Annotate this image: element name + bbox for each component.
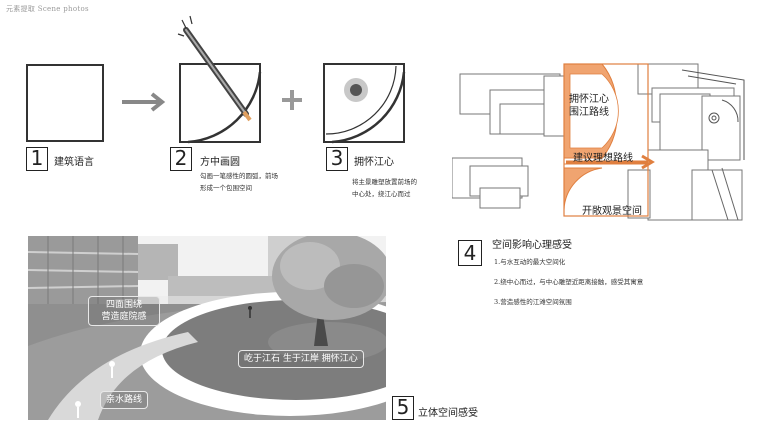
step-label-4: 空间影响心理感受 (492, 240, 572, 251)
photo-label-courtyard-line-1: 四面围绕 (105, 300, 142, 310)
feeling-item-2: 2.绕中心而过，与中心雕塑近距离接触，感受其寓意 (494, 278, 644, 286)
step-label-5: 立体空间感受 (418, 408, 478, 419)
plan-label-arc-1: 拥怀江心 (569, 94, 609, 105)
square-arc-diagram (177, 15, 262, 144)
plan-label-route: 建议理想路线 (573, 153, 633, 164)
photo-label-water-path: 亲水路线 (100, 391, 149, 409)
step-label-2: 方中画圆 (200, 157, 240, 168)
step-number-1: 1 (26, 147, 48, 171)
arrow-icon (122, 92, 166, 112)
step-number-2: 2 (170, 147, 192, 171)
step-3-note-line-2: 中心处，绕江心而过 (352, 190, 411, 198)
centre-sculpture-diagram (323, 63, 406, 144)
header-caption: 元素提取 Scene photos (6, 5, 89, 13)
site-plan (452, 63, 745, 221)
plan-label-arc-2: 围江路线 (569, 107, 609, 118)
step-number-5: 5 (392, 396, 414, 420)
step-number-4: 4 (458, 240, 482, 266)
step-2-note-line-2: 形成一个包围空间 (200, 184, 252, 192)
plan-label-open-space: 开敞观景空间 (582, 206, 642, 217)
square-diagram (26, 64, 104, 142)
photo-label-courtyard-line-2: 营造庭院感 (101, 312, 147, 322)
step-label-3: 拥怀江心 (354, 157, 394, 168)
scene-rendering (28, 236, 386, 420)
plus-icon (282, 90, 302, 110)
feeling-item-1: 1.与水互动的最大空间化 (494, 258, 566, 266)
step-label-1: 建筑语言 (54, 157, 94, 168)
photo-label-courtyard: 四面围绕 营造庭院感 (88, 296, 160, 326)
step-2-note-line-1: 勾画一笔感性的圆弧，前场 (200, 172, 278, 180)
feeling-item-3: 3.营造感性的江滩空间氛围 (494, 298, 572, 306)
step-number-3: 3 (326, 147, 348, 171)
photo-label-sculpture: 屹于江石 生于江岸 拥怀江心 (238, 350, 364, 368)
step-3-note-line-1: 将主景雕塑放置前场的 (352, 178, 417, 186)
